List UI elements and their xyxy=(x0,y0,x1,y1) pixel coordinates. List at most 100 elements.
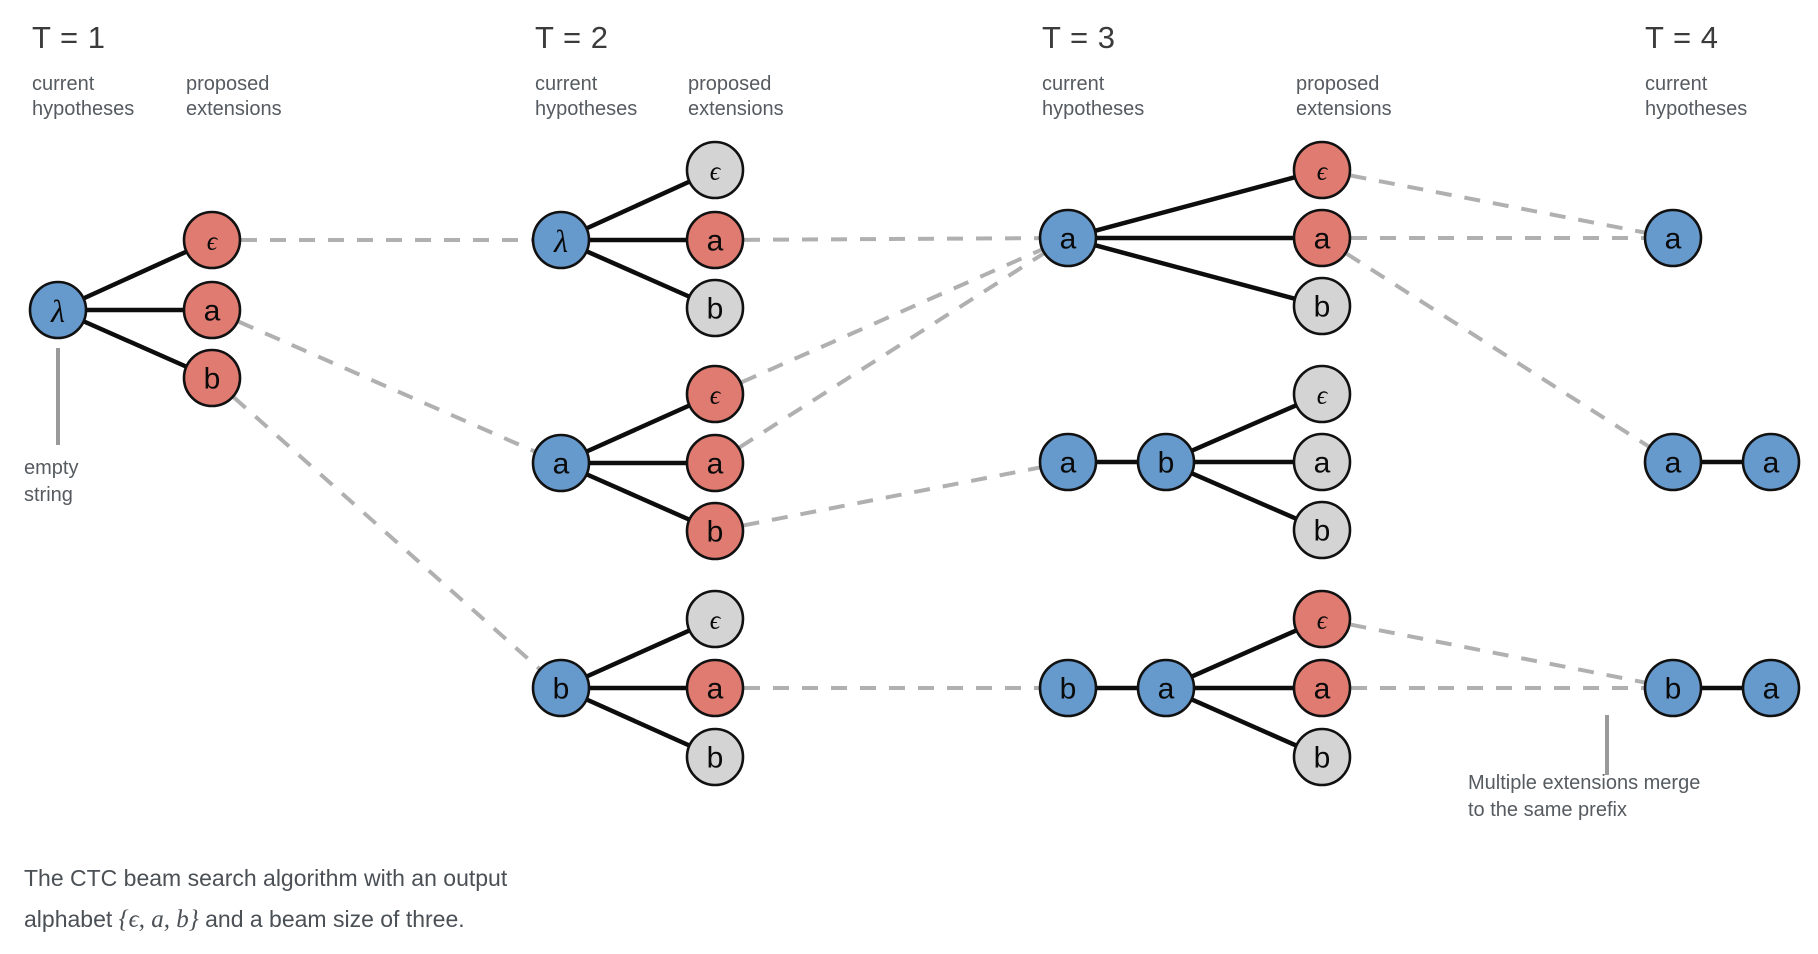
graph-node[interactable]: a xyxy=(1292,208,1352,268)
graph-node[interactable]: b xyxy=(531,658,591,718)
dashed-edge xyxy=(232,395,541,671)
column-title-t3: T = 3 xyxy=(1042,20,1116,55)
node-circle-blue[interactable] xyxy=(1136,658,1196,718)
node-circle-red[interactable] xyxy=(685,658,745,718)
node-circle-red[interactable] xyxy=(1292,140,1352,200)
node-circle-blue[interactable] xyxy=(531,658,591,718)
graph-node[interactable]: ϵ xyxy=(1292,140,1352,200)
graph-node[interactable]: a xyxy=(685,433,745,493)
node-circle-blue[interactable] xyxy=(1741,432,1801,492)
node-label: a xyxy=(1060,223,1077,256)
solid-edge xyxy=(1092,174,1298,234)
node-label: a xyxy=(1314,223,1331,256)
node-circle-blue[interactable] xyxy=(1038,208,1098,268)
graph-node[interactable]: a xyxy=(1741,432,1801,492)
graph-node[interactable]: a xyxy=(685,210,745,270)
graph-node[interactable]: b xyxy=(1292,500,1352,560)
node-circle-red[interactable] xyxy=(685,364,745,424)
node-circle-gray[interactable] xyxy=(1292,500,1352,560)
node-circle-blue[interactable] xyxy=(1038,432,1098,492)
graph-node[interactable]: b xyxy=(182,348,242,408)
column-sub-current-t2: current hypotheses xyxy=(535,73,638,120)
node-circle-gray[interactable] xyxy=(685,140,745,200)
node-circle-red[interactable] xyxy=(182,348,242,408)
graph-node[interactable]: λ xyxy=(28,280,88,340)
graph-node[interactable]: a xyxy=(182,280,242,340)
graph-node[interactable]: b xyxy=(1643,658,1703,718)
graph-node[interactable]: b xyxy=(1136,432,1196,492)
solid-edge xyxy=(1092,242,1298,302)
graph-node[interactable]: b xyxy=(1292,276,1352,336)
node-circle-blue[interactable] xyxy=(1136,432,1196,492)
graph-node[interactable]: a xyxy=(685,658,745,718)
graph-node[interactable]: a xyxy=(1038,208,1098,268)
node-circle-red[interactable] xyxy=(685,210,745,270)
node-circle-gray[interactable] xyxy=(685,278,745,338)
node-circle-gray[interactable] xyxy=(1292,276,1352,336)
graph-node[interactable]: a xyxy=(1643,432,1703,492)
solid-edge xyxy=(583,471,693,523)
graph-node[interactable]: b xyxy=(685,278,745,338)
node-circle-red[interactable] xyxy=(1292,208,1352,268)
node-label: b xyxy=(1665,673,1682,706)
node-circle-red[interactable] xyxy=(1292,589,1352,649)
column-sub-current-t3: current hypotheses xyxy=(1042,73,1145,120)
graph-node[interactable]: a xyxy=(1292,658,1352,718)
node-circle-gray[interactable] xyxy=(685,589,745,649)
node-circle-gray[interactable] xyxy=(1292,432,1352,492)
graph-node[interactable]: a xyxy=(1136,658,1196,718)
graph-node[interactable]: ϵ xyxy=(1292,589,1352,649)
graph-node[interactable]: ϵ xyxy=(685,589,745,649)
node-circle-blue[interactable] xyxy=(1643,208,1703,268)
solid-edge xyxy=(583,248,693,300)
column-sub-proposed-t2: proposed extensions xyxy=(688,73,784,120)
node-label: b xyxy=(204,363,221,396)
node-circle-gray[interactable] xyxy=(685,727,745,787)
node-label: a xyxy=(1665,223,1682,256)
node-circle-red[interactable] xyxy=(182,280,242,340)
graph-node[interactable]: a xyxy=(1643,208,1703,268)
node-label: λ xyxy=(50,293,65,329)
solid-edge-layer xyxy=(80,174,1745,749)
dashed-edge xyxy=(740,247,1043,385)
node-label: ϵ xyxy=(1317,381,1329,410)
column-title-t1: T = 1 xyxy=(32,20,106,55)
graph-node[interactable]: ϵ xyxy=(685,364,745,424)
empty-string-note: empty string xyxy=(24,457,79,506)
node-circle-gray[interactable] xyxy=(1292,364,1352,424)
graph-node[interactable]: b xyxy=(1292,727,1352,787)
node-circle-blue[interactable] xyxy=(28,280,88,340)
node-circle-red[interactable] xyxy=(1292,658,1352,718)
node-circle-gray[interactable] xyxy=(1292,727,1352,787)
graph-node[interactable]: b xyxy=(1038,658,1098,718)
node-circle-red[interactable] xyxy=(685,433,745,493)
graph-node[interactable]: ϵ xyxy=(1292,364,1352,424)
node-label: a xyxy=(1314,447,1331,480)
node-circle-red[interactable] xyxy=(685,501,745,561)
graph-node[interactable]: a xyxy=(1292,432,1352,492)
figure-caption: The CTC beam search algorithm with an ou… xyxy=(24,858,724,940)
graph-node[interactable]: ϵ xyxy=(685,140,745,200)
node-label: b xyxy=(707,742,724,775)
graph-node[interactable]: ϵ xyxy=(182,210,242,270)
node-circle-blue[interactable] xyxy=(531,210,591,270)
graph-node[interactable]: a xyxy=(1741,658,1801,718)
node-circle-blue[interactable] xyxy=(531,433,591,493)
node-circle-blue[interactable] xyxy=(1643,658,1703,718)
dashed-edge xyxy=(1350,622,1645,685)
graph-node[interactable]: a xyxy=(1038,432,1098,492)
graph-node[interactable]: b xyxy=(685,727,745,787)
caption-line-1: The CTC beam search algorithm with an ou… xyxy=(24,865,508,891)
node-circle-blue[interactable] xyxy=(1741,658,1801,718)
graph-node[interactable]: a xyxy=(531,433,591,493)
node-label: ϵ xyxy=(710,157,722,186)
node-label: a xyxy=(553,448,570,481)
graph-node[interactable]: b xyxy=(685,501,745,561)
graph-node[interactable]: λ xyxy=(531,210,591,270)
node-circle-blue[interactable] xyxy=(1643,432,1703,492)
solid-edge xyxy=(583,627,693,680)
solid-edge xyxy=(1188,696,1300,749)
node-circle-blue[interactable] xyxy=(1038,658,1098,718)
node-circle-red[interactable] xyxy=(182,210,242,270)
